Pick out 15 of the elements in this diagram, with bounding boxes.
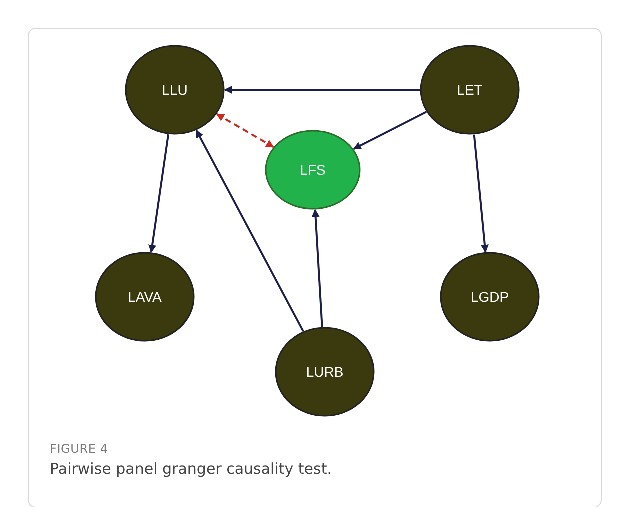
node-label: LGDP: [470, 289, 510, 305]
node-label: LFS: [300, 162, 326, 178]
figure-number: FIGURE 4: [50, 442, 108, 456]
node-label: LURB: [306, 364, 344, 380]
arrow: [216, 114, 274, 148]
arrow: [148, 134, 170, 254]
arrow: [353, 111, 427, 150]
arrow: [473, 134, 489, 253]
node-label: LET: [457, 82, 483, 98]
arrow: [312, 209, 324, 328]
arrow: [224, 86, 420, 94]
node-label: LLU: [162, 82, 188, 98]
node-label: LAVA: [128, 289, 162, 305]
figure-caption: Pairwise panel granger causality test.: [50, 460, 332, 478]
arrow: [196, 130, 304, 332]
